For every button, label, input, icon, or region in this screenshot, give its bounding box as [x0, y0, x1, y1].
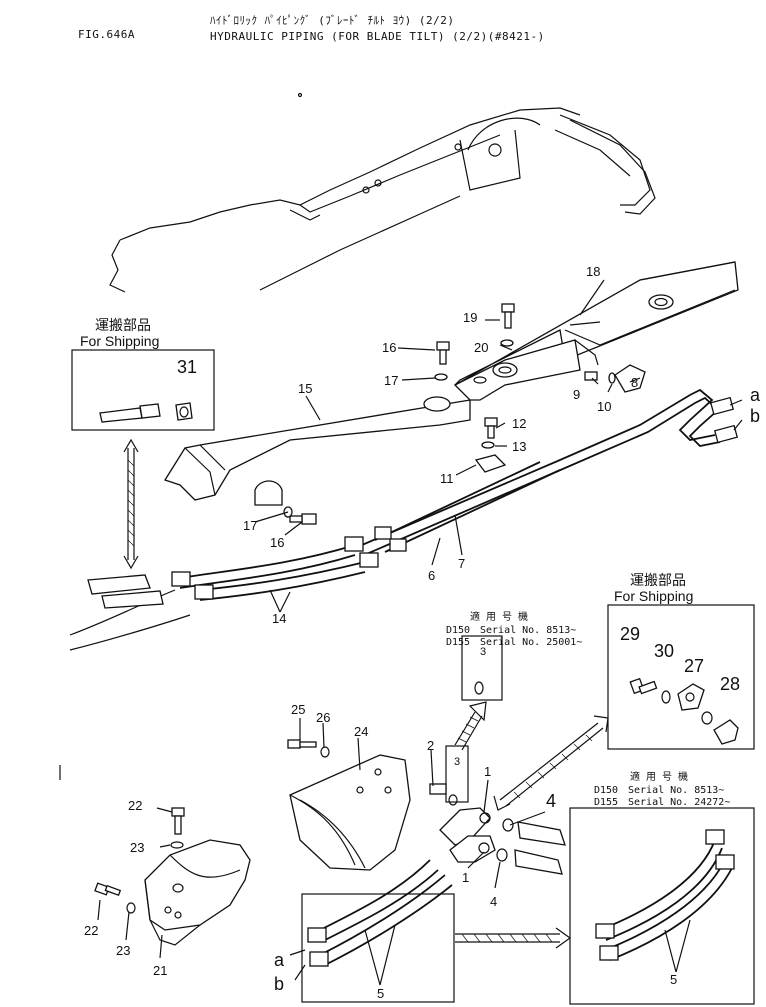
part-21-bracket: [94, 807, 251, 946]
callout-17: 17: [384, 373, 398, 388]
callout-8: 8: [631, 375, 638, 390]
serial-note-1-heading: 適 用 号 機: [470, 610, 528, 623]
callout-9: 9: [573, 387, 580, 402]
callout-29: 29: [620, 624, 640, 644]
callout-31: 31: [177, 357, 197, 377]
callout-11: 11: [440, 471, 454, 486]
callout-15: 15: [298, 381, 312, 396]
callout-1: 1: [484, 764, 491, 779]
callout-4b: 4: [490, 894, 497, 909]
shipping-box-right: [607, 604, 755, 750]
callout-23: 23: [130, 840, 144, 855]
machine-outline: [109, 92, 656, 293]
callout-22: 22: [128, 798, 142, 813]
part-24-guard: [287, 739, 411, 871]
serial-note-2-heading: 適 用 号 機: [630, 770, 688, 783]
callout-17b: 17: [243, 518, 257, 533]
callout-18: 18: [586, 264, 600, 279]
callout-24: 24: [354, 724, 368, 739]
callout-14: 14: [272, 611, 286, 626]
arrow-right-bottom: [455, 927, 572, 949]
callout-12: 12: [512, 416, 526, 431]
callout-7: 7: [458, 556, 465, 571]
title-english: HYDRAULIC PIPING (FOR BLADE TILT) (2/2)(…: [210, 30, 545, 43]
callout-3-boxed: 3: [480, 646, 486, 658]
serial-note-2-model-2: D155: [594, 797, 618, 808]
callout-4: 4: [546, 791, 556, 811]
callout-13: 13: [512, 439, 526, 454]
arrow-up-center: [454, 701, 487, 751]
shipping-box-left: [71, 349, 215, 431]
leader-lines: [97, 279, 743, 986]
callout-2: 2: [427, 738, 434, 753]
serial-note-1-box: [461, 635, 503, 701]
callout-25: 25: [291, 702, 305, 717]
hoses-14: [69, 526, 407, 651]
serial-note-2-text-1: Serial No. 8513~: [628, 785, 724, 796]
title-japanese: ﾊｲﾄﾞﾛﾘｯｸ ﾊﾟｲﾋﾟﾝｸﾞ (ﾌﾞﾚｰﾄﾞ ﾁﾙﾄ ﾖｳ) (2/2): [210, 14, 455, 27]
callout-19: 19: [463, 310, 477, 325]
figure-id: FIG.646A: [78, 28, 135, 41]
shipping-box-left-title-jp: 運搬部品: [95, 317, 151, 333]
callout-5: 5: [377, 986, 384, 1001]
callout-5b: 5: [670, 972, 677, 987]
shipping-arrow-left: [123, 438, 139, 570]
lower-center-assembly: [301, 745, 566, 1003]
callout-10: 10: [597, 399, 611, 414]
shipping-box-right-title-en: For Shipping: [614, 588, 693, 604]
serial-note-2-model-1: D150: [594, 785, 618, 796]
callout-3: 3: [454, 756, 460, 768]
callout-28: 28: [720, 674, 740, 694]
washer-3-boxed: [474, 681, 484, 695]
callout-20: 20: [474, 340, 488, 355]
shipping-box-left-title-en: For Shipping: [80, 333, 159, 349]
callout-23b: 23: [116, 943, 130, 958]
callout-30: 30: [654, 641, 674, 661]
callout-21: 21: [153, 963, 167, 978]
serial-note-2-text-2: Serial No. 24272~: [628, 797, 730, 808]
callout-6: 6: [428, 568, 435, 583]
callout-22b: 22: [84, 923, 98, 938]
callout-16b: 16: [270, 535, 284, 550]
part-18-bar: [454, 261, 739, 386]
callout-26: 26: [316, 710, 330, 725]
lower-right-hose-box: [569, 807, 755, 1005]
shipping-box-right-title-jp: 運搬部品: [630, 572, 686, 588]
serial-note-1-text-2: Serial No. 25001~: [480, 637, 582, 648]
callout-1b: 1: [462, 870, 469, 885]
callout-a-lower: a: [274, 950, 285, 970]
callout-16: 16: [382, 340, 396, 355]
callout-b-upper: b: [750, 406, 760, 426]
tubes-6-7: [354, 388, 739, 557]
arrow-diagonal-right: [493, 715, 609, 811]
callout-a-upper: a: [750, 385, 761, 405]
serial-note-1-model-2: D155: [446, 637, 470, 648]
serial-note-1-model-1: D150: [446, 625, 470, 636]
part-15-bracket: [164, 339, 599, 506]
bolts-upper: [283, 303, 646, 525]
callout-b-lower: b: [274, 974, 284, 994]
serial-note-1-text-1: Serial No. 8513~: [480, 625, 576, 636]
callout-27: 27: [684, 656, 704, 676]
